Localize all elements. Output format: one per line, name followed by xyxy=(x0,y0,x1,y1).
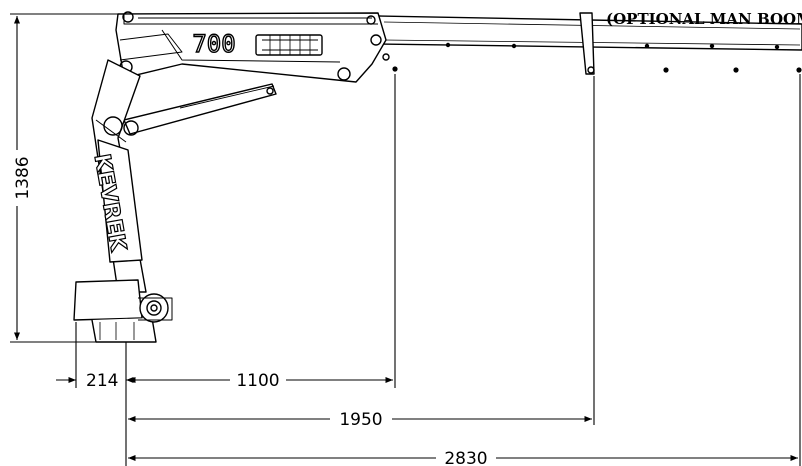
crane-body xyxy=(73,11,802,343)
lift-cylinder xyxy=(123,83,277,136)
base-offset-label: 214 xyxy=(86,371,118,391)
height-dim-label: 1386 xyxy=(13,156,33,199)
model-number: 700 xyxy=(192,30,235,58)
man-boom-caption: (OPTIONAL MAN BOOM) xyxy=(606,10,802,28)
main-boom xyxy=(115,11,387,83)
crane-base xyxy=(73,279,173,343)
reach1-label: 1100 xyxy=(236,371,279,391)
crane-column xyxy=(91,59,147,293)
boom-holes xyxy=(392,42,802,73)
reach2-label: 1950 xyxy=(339,410,382,430)
reach3-label: 2830 xyxy=(444,449,487,466)
dimension-lines xyxy=(10,13,801,466)
